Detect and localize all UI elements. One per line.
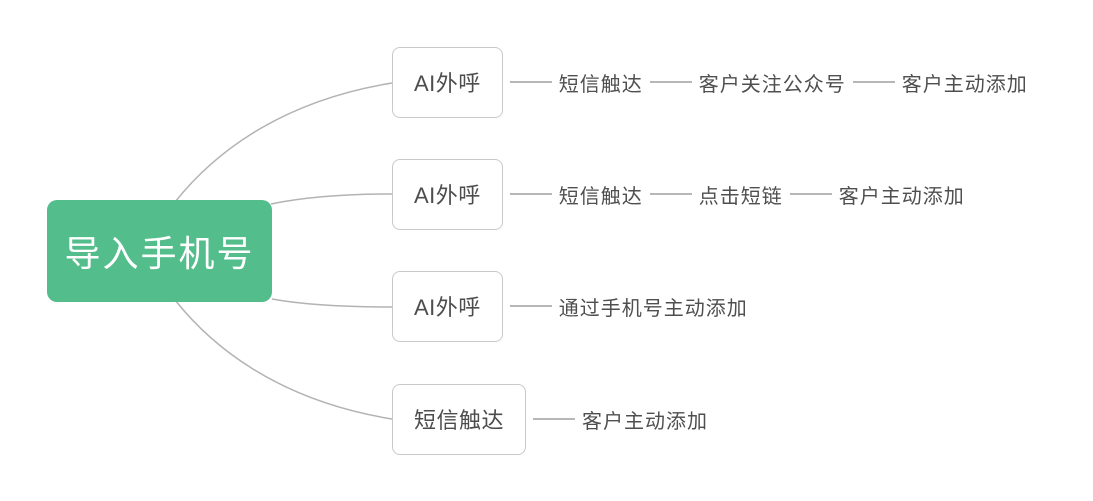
- connector-line: [509, 193, 552, 195]
- topic-node-sms-reach[interactable]: 短信触达: [392, 383, 527, 455]
- topic-node-click-short-link[interactable]: 点击短链: [698, 185, 783, 208]
- topic-node-ai-outbound-call[interactable]: AI外呼: [392, 270, 503, 342]
- topic-node-follow-official-account[interactable]: 客户关注公众号: [698, 73, 846, 96]
- root-node-import-phone[interactable]: 导入手机号: [47, 200, 272, 302]
- topic-node-customer-adds[interactable]: 客户主动添加: [901, 73, 1028, 96]
- connector-line: [789, 193, 832, 195]
- curve-root-to-branch-2: [270, 193, 393, 205]
- curve-root-to-branch-1: [174, 82, 393, 203]
- topic-node-sms-reach[interactable]: 短信触达: [558, 73, 643, 96]
- branch-row-3: AI外呼 通过手机号主动添加: [392, 270, 748, 342]
- topic-node-customer-adds[interactable]: 客户主动添加: [838, 185, 965, 208]
- connector-line: [649, 193, 692, 195]
- curve-root-to-branch-4: [174, 299, 393, 420]
- connector-line: [852, 81, 895, 83]
- branch-row-2: AI外呼 短信触达 点击短链 客户主动添加: [392, 158, 965, 230]
- connector-line: [509, 81, 552, 83]
- curve-root-to-branch-3: [271, 298, 393, 308]
- branch-row-4: 短信触达 客户主动添加: [392, 383, 708, 455]
- topic-node-ai-outbound-call[interactable]: AI外呼: [392, 158, 503, 230]
- connector-line: [649, 81, 692, 83]
- connector-line: [509, 305, 552, 307]
- topic-node-sms-reach[interactable]: 短信触达: [558, 185, 643, 208]
- topic-node-ai-outbound-call[interactable]: AI外呼: [392, 46, 503, 118]
- connector-line: [533, 418, 576, 420]
- topic-node-customer-adds[interactable]: 客户主动添加: [582, 410, 709, 433]
- branch-row-1: AI外呼 短信触达 客户关注公众号 客户主动添加: [392, 46, 1028, 118]
- topic-node-add-via-phone-number[interactable]: 通过手机号主动添加: [558, 297, 748, 320]
